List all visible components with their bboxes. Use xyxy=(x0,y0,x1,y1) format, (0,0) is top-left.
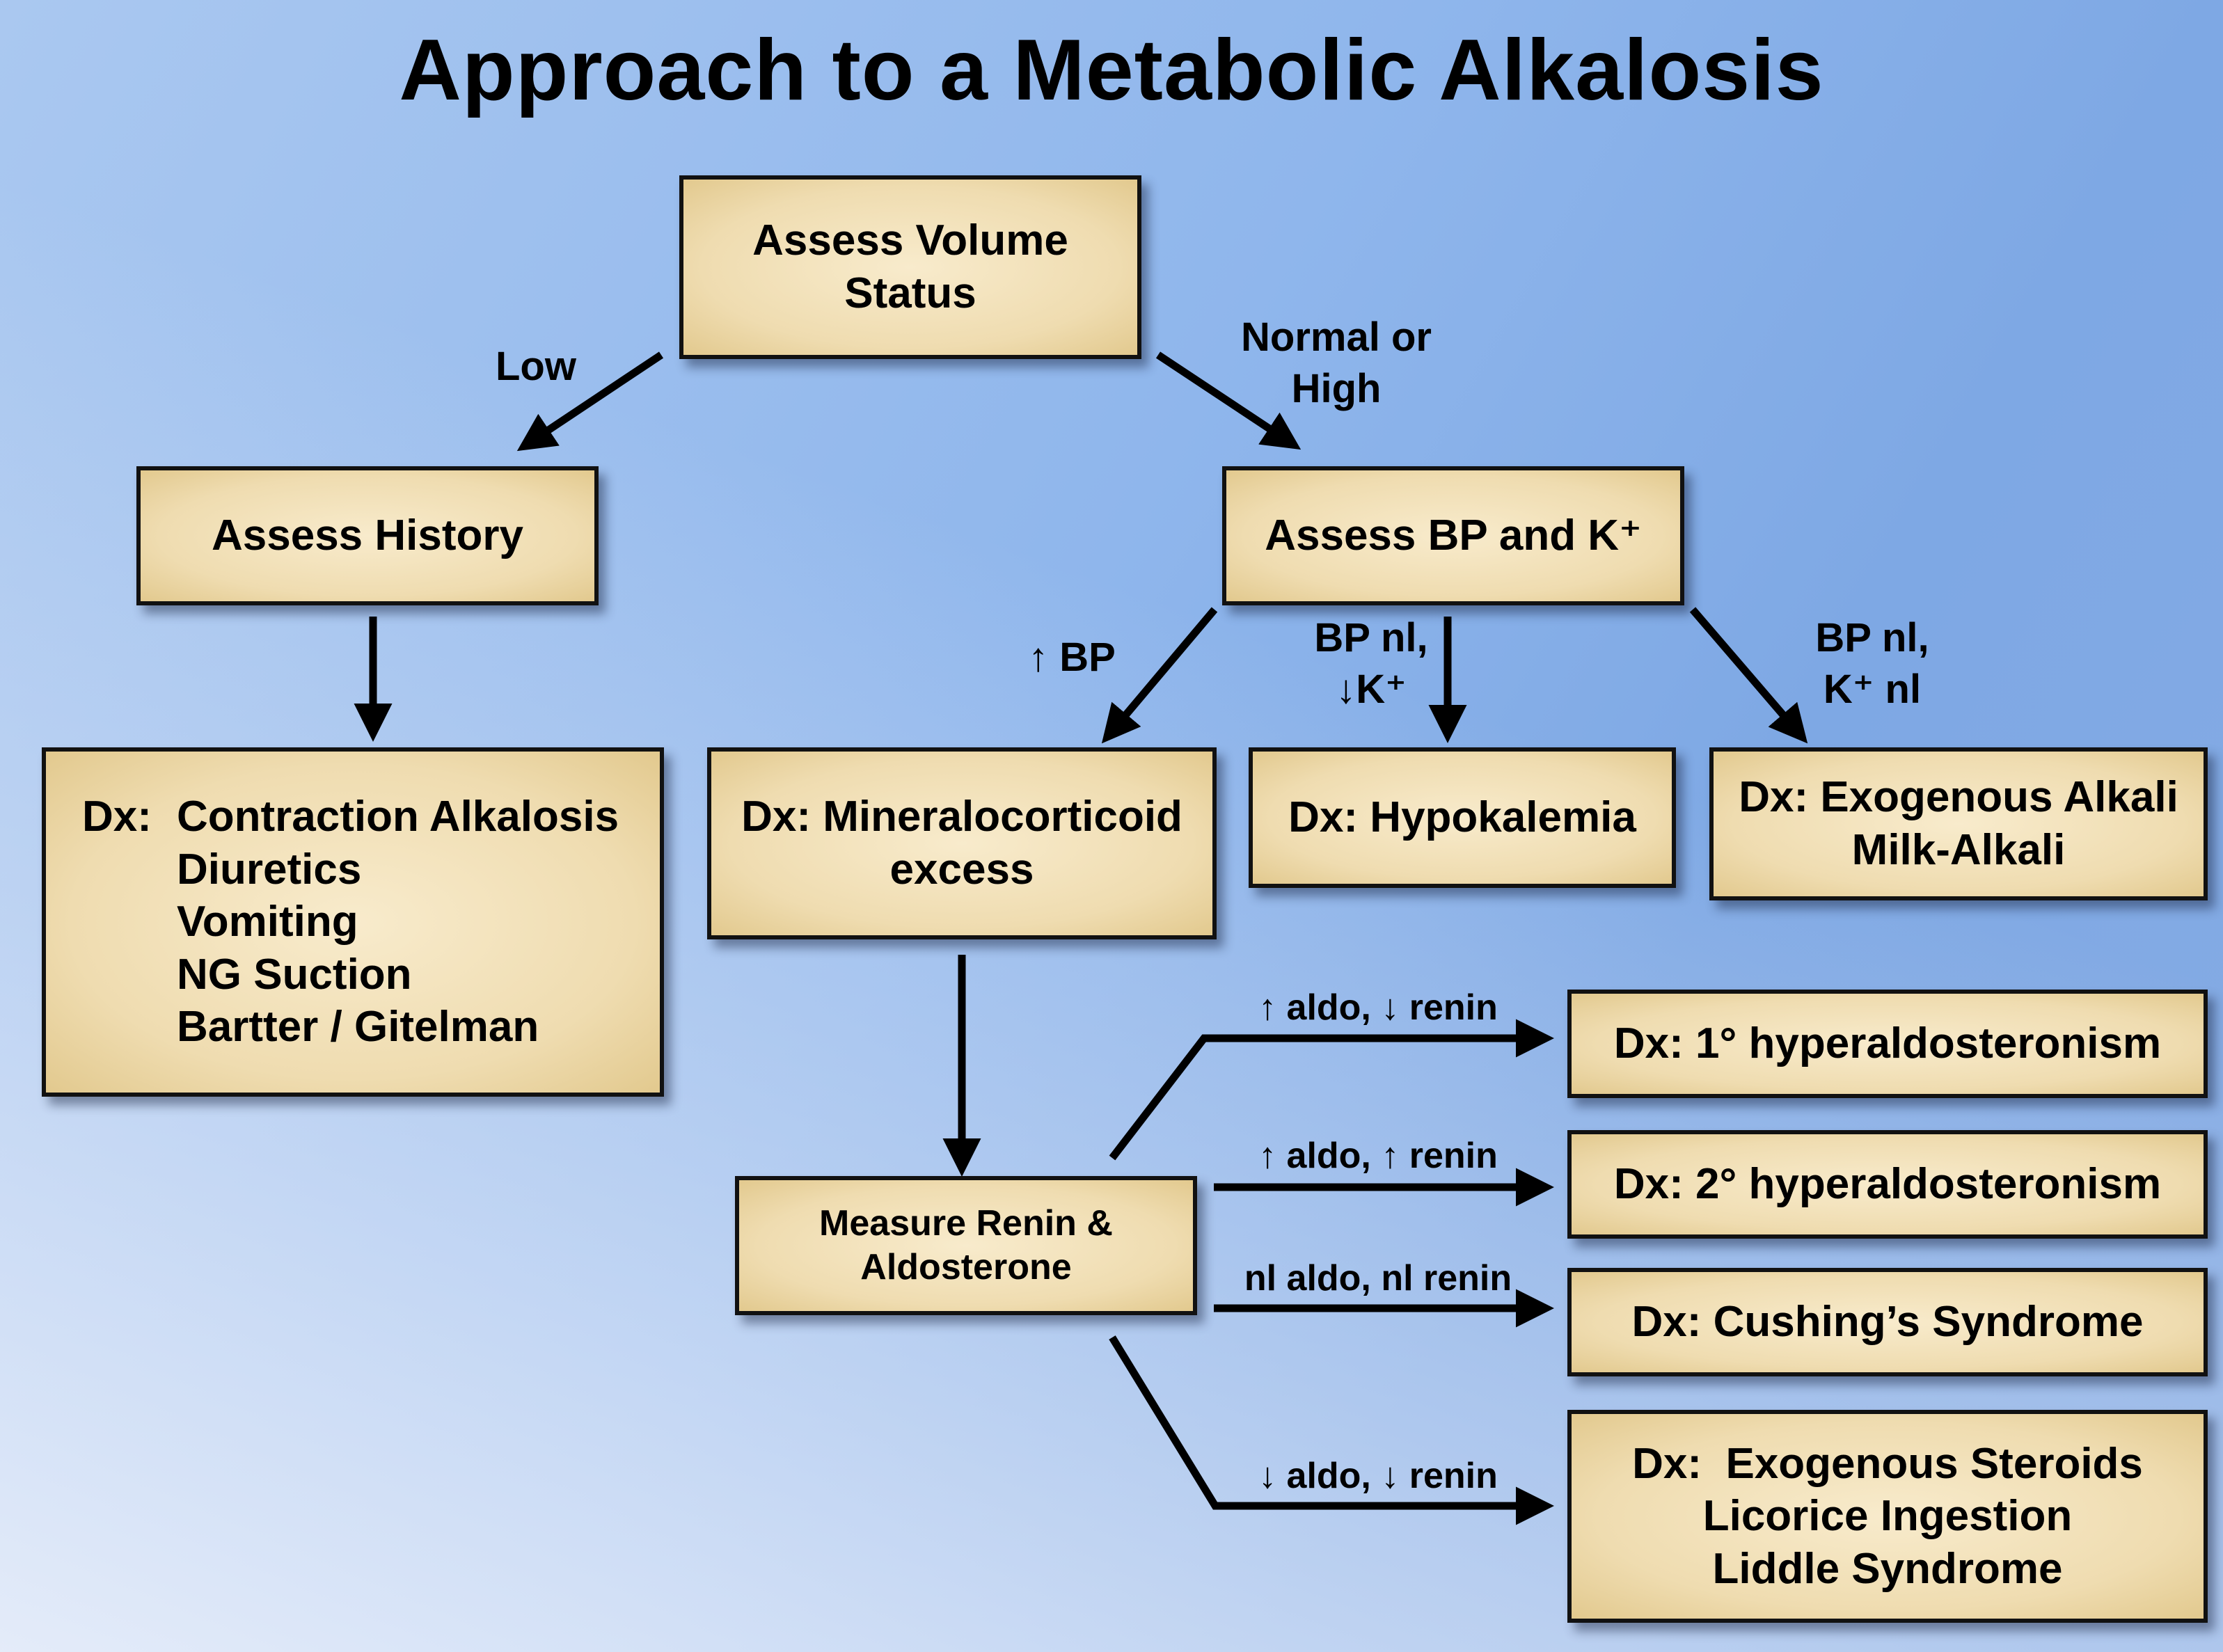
label-up-aldo-up-renin: ↑ aldo, ↑ renin xyxy=(1258,1136,1498,1176)
arrow-to-steroids xyxy=(1109,1335,1554,1525)
label-high-bp: ↑ BP xyxy=(1028,635,1116,680)
dx-item: Contraction Alkalosis xyxy=(177,792,619,841)
arrow-bp-k-to-exogenous-alkali xyxy=(1689,607,1808,744)
node-dx-cushings-syndrome: Dx: Cushing’s Syndrome xyxy=(1567,1268,2208,1376)
node-dx-secondary-hyperaldosteronism: Dx: 2° hyperaldosteronism xyxy=(1567,1130,2208,1239)
label-bp-nl-low-k: BP nl,↓K⁺ xyxy=(1314,615,1428,713)
dx-prefix: Dx: xyxy=(82,792,152,841)
arrow-volume-to-history xyxy=(516,351,664,452)
node-dx-contraction-alkalosis: Dx: Contraction Alkalosis Diuretics Vomi… xyxy=(42,747,664,1097)
dx-item: Vomiting xyxy=(177,898,358,946)
label-down-aldo-down-renin: ↓ aldo, ↓ renin xyxy=(1258,1456,1498,1496)
arrow-bp-k-to-mineralocorticoid xyxy=(1101,607,1218,744)
node-dx-hypokalemia: Dx: Hypokalemia xyxy=(1249,747,1676,888)
node-assess-bp-and-k: Assess BP and K⁺ xyxy=(1222,466,1684,605)
arrow-volume-to-bp-k xyxy=(1155,351,1302,450)
label-low: Low xyxy=(496,344,576,389)
dx-item: Bartter / Gitelman xyxy=(177,1003,539,1051)
diagram-title: Approach to a Metabolic Alkalosis xyxy=(399,22,1824,118)
dx-item: Diuretics xyxy=(177,845,362,893)
node-assess-history: Assess History xyxy=(136,466,599,605)
label-nl-aldo-nl-renin: nl aldo, nl renin xyxy=(1244,1258,1512,1298)
label-up-aldo-down-renin: ↑ aldo, ↓ renin xyxy=(1258,987,1498,1028)
label-bp-nl-k-nl: BP nl,K⁺ nl xyxy=(1815,615,1929,713)
arrow-to-primary-hyperaldo xyxy=(1109,1019,1554,1161)
node-measure-renin-aldosterone: Measure Renin &Aldosterone xyxy=(735,1176,1197,1315)
node-dx-primary-hyperaldosteronism: Dx: 1° hyperaldosteronism xyxy=(1567,990,2208,1098)
dx-item: NG Suction xyxy=(177,950,412,999)
